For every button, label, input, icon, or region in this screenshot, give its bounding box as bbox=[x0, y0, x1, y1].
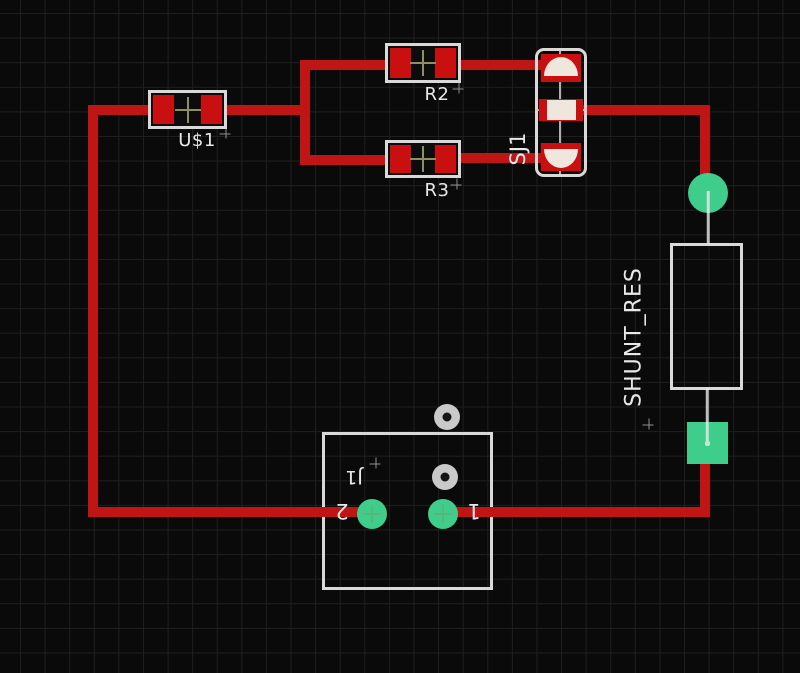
u1-origin-cross bbox=[174, 96, 201, 123]
sj1-pad-middle[interactable] bbox=[539, 99, 583, 121]
sj1-dome-bottom bbox=[544, 149, 578, 168]
text-anchor-cross bbox=[219, 127, 231, 139]
u1-pad-left[interactable] bbox=[153, 95, 174, 124]
r3-pad-right[interactable] bbox=[435, 145, 456, 173]
trace-to-r2[interactable] bbox=[300, 60, 395, 70]
symbol-line-via-to-shunt bbox=[706, 191, 710, 244]
j1-pad2-cross bbox=[363, 505, 381, 523]
component-r3[interactable] bbox=[385, 140, 461, 178]
j1-ref-label: J1 bbox=[345, 466, 363, 488]
shunt-res-label: SHUNT_RES bbox=[621, 267, 647, 407]
r2-pad-left[interactable] bbox=[390, 48, 411, 78]
text-anchor-cross bbox=[369, 457, 381, 469]
trace-left-vertical[interactable] bbox=[88, 105, 98, 517]
component-shunt-res[interactable] bbox=[670, 243, 743, 390]
sj1-dome-top bbox=[544, 57, 578, 76]
j1-pad-2[interactable] bbox=[357, 499, 387, 529]
trace-r2-to-sj1[interactable] bbox=[455, 60, 550, 70]
trace-bottom-right[interactable] bbox=[440, 507, 710, 517]
u1-ref-label: U$1 bbox=[178, 130, 216, 151]
r3-ref-label: R3 bbox=[424, 180, 450, 201]
component-u1[interactable] bbox=[148, 90, 227, 129]
sj1-pad-bottom[interactable] bbox=[541, 143, 581, 171]
sj1-square-middle bbox=[547, 100, 576, 120]
j1-mount-hole-inner[interactable] bbox=[432, 464, 458, 490]
text-anchor-cross bbox=[642, 418, 654, 430]
j1-pad1-cross bbox=[434, 505, 452, 523]
trace-u1-to-junction[interactable] bbox=[222, 105, 308, 115]
text-anchor-cross bbox=[450, 178, 462, 190]
u1-pad-right[interactable] bbox=[201, 95, 222, 124]
j1-pad-1[interactable] bbox=[428, 499, 458, 529]
trace-bottom-left[interactable] bbox=[88, 507, 375, 517]
component-r2[interactable] bbox=[385, 43, 461, 83]
trace-sj1-to-right[interactable] bbox=[580, 105, 710, 115]
trace-right-to-via[interactable] bbox=[700, 105, 710, 190]
r3-origin-cross bbox=[410, 146, 436, 172]
j1-pad1-number: 1 bbox=[467, 499, 481, 523]
trace-left-top[interactable] bbox=[88, 105, 162, 115]
j1-mount-hole-top[interactable] bbox=[434, 404, 460, 430]
trace-to-r3[interactable] bbox=[300, 155, 395, 165]
square-center-dot bbox=[705, 441, 710, 446]
trace-square-down[interactable] bbox=[700, 458, 710, 517]
symbol-line-shunt-to-square bbox=[705, 388, 709, 445]
trace-r3-to-sj1[interactable] bbox=[455, 153, 550, 163]
sj1-pad-top[interactable] bbox=[541, 54, 581, 82]
r2-ref-label: R2 bbox=[424, 84, 450, 105]
trace-junction-vertical[interactable] bbox=[300, 60, 310, 165]
r2-pad-right[interactable] bbox=[435, 48, 456, 78]
j1-pad2-number: 2 bbox=[335, 499, 349, 523]
component-sj1[interactable] bbox=[535, 48, 587, 177]
sj1-ref-label: SJ1 bbox=[506, 132, 530, 166]
r3-pad-left[interactable] bbox=[390, 145, 411, 173]
r2-origin-cross bbox=[410, 50, 436, 76]
text-anchor-cross bbox=[452, 82, 464, 94]
